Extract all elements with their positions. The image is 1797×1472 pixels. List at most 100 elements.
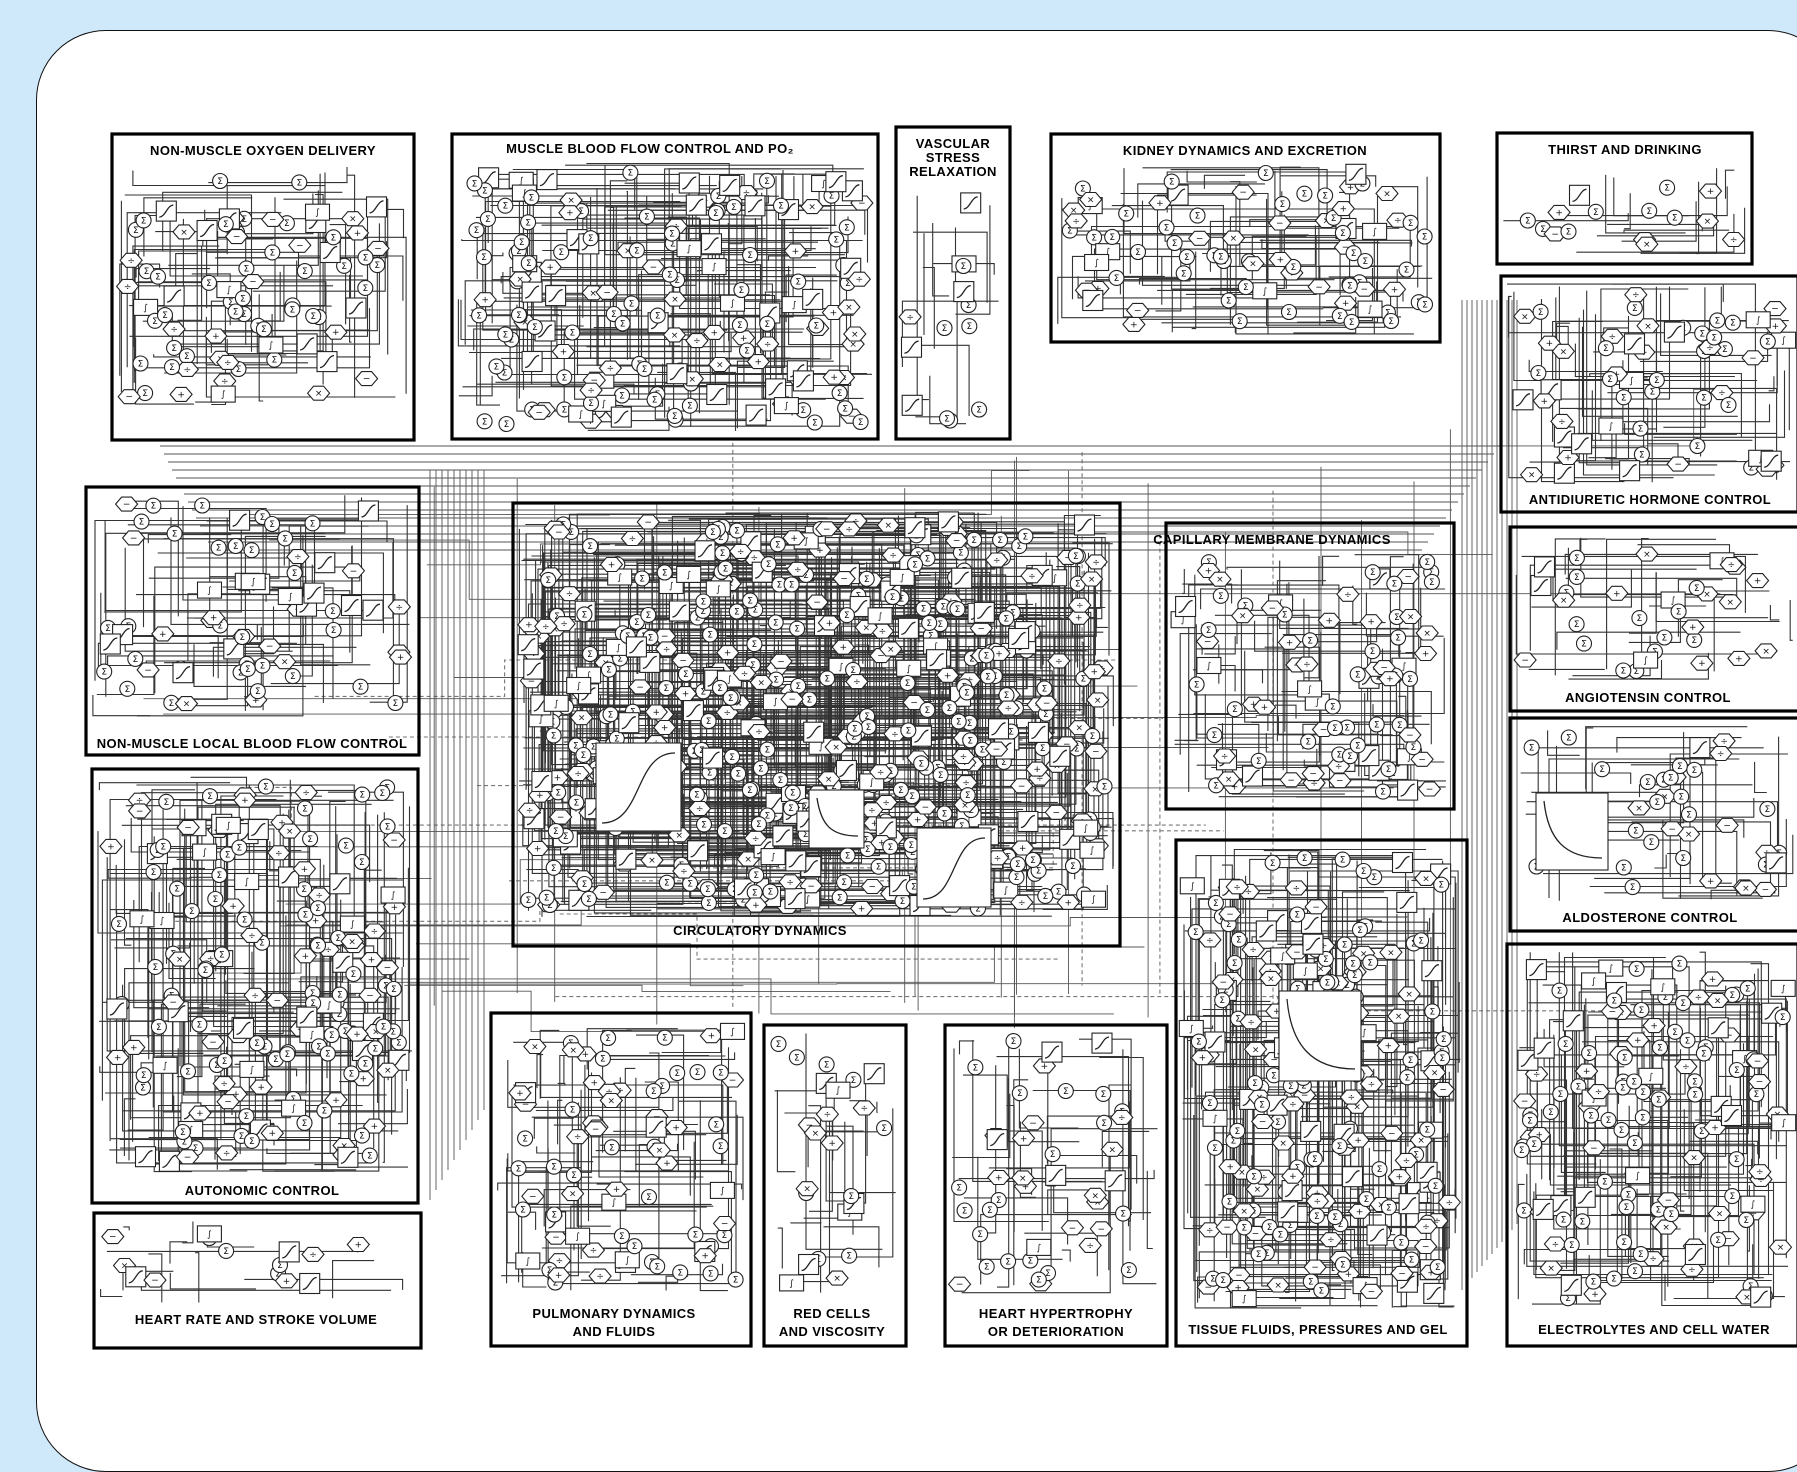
svg-text:Σ: Σ bbox=[329, 1031, 335, 1041]
summing-node-icon bbox=[163, 359, 181, 376]
svg-text:Σ: Σ bbox=[1349, 318, 1355, 328]
svg-text:Σ: Σ bbox=[1699, 1127, 1705, 1137]
summing-node-icon bbox=[742, 246, 759, 264]
svg-text:Σ: Σ bbox=[139, 518, 145, 528]
svg-text:×: × bbox=[849, 340, 857, 350]
svg-text:+: + bbox=[1711, 1124, 1719, 1134]
svg-text:−: − bbox=[1269, 604, 1277, 614]
summing-node-icon bbox=[234, 628, 251, 646]
svg-text:Σ: Σ bbox=[1754, 1090, 1760, 1100]
svg-text:Σ: Σ bbox=[1521, 1206, 1527, 1216]
summing-node-icon bbox=[1231, 313, 1248, 330]
svg-text:Σ: Σ bbox=[795, 682, 801, 692]
svg-text:÷: ÷ bbox=[556, 1257, 564, 1267]
operator-block-icon bbox=[169, 386, 193, 402]
svg-text:Σ: Σ bbox=[776, 1040, 782, 1050]
svg-text:−: − bbox=[956, 1280, 964, 1290]
svg-text:÷: ÷ bbox=[224, 358, 232, 368]
svg-text:Σ: Σ bbox=[184, 352, 190, 362]
operator-block-icon bbox=[257, 638, 282, 654]
svg-text:×: × bbox=[1239, 612, 1247, 622]
schematic-block-group: ÷+÷∫Σ++Σ−+Σ÷ΣΣΣ−+Σ÷∫ΣΣ∫∫Σ+∫ΣΣ∫++ΣΣ−×ΣΣΣ∫… bbox=[97, 776, 412, 1173]
svg-text:Σ: Σ bbox=[1672, 214, 1678, 224]
svg-text:Σ: Σ bbox=[662, 569, 668, 579]
svg-text:÷: ÷ bbox=[993, 556, 1001, 566]
svg-text:Σ: Σ bbox=[1355, 741, 1361, 751]
svg-text:Σ: Σ bbox=[1075, 580, 1081, 590]
summing-node-icon bbox=[523, 189, 540, 206]
svg-text:Σ: Σ bbox=[620, 320, 626, 330]
svg-text:−: − bbox=[1315, 283, 1323, 293]
svg-text:÷: ÷ bbox=[574, 1133, 582, 1143]
svg-text:Σ: Σ bbox=[152, 963, 158, 973]
svg-text:Σ: Σ bbox=[611, 310, 617, 320]
svg-text:Σ: Σ bbox=[961, 262, 967, 272]
svg-text:Σ: Σ bbox=[124, 685, 130, 695]
svg-text:Σ: Σ bbox=[255, 687, 261, 697]
svg-text:Σ: Σ bbox=[390, 1027, 396, 1037]
svg-text:∫: ∫ bbox=[202, 848, 207, 858]
svg-text:Σ: Σ bbox=[315, 904, 321, 914]
svg-text:+: + bbox=[653, 708, 661, 718]
module-title-line-1: PULMONARY DYNAMICS bbox=[532, 1306, 695, 1321]
svg-text:Σ: Σ bbox=[1050, 1150, 1056, 1160]
svg-text:÷: ÷ bbox=[1609, 332, 1617, 342]
svg-text:÷: ÷ bbox=[1720, 737, 1728, 747]
svg-text:Σ: Σ bbox=[1267, 1223, 1273, 1233]
svg-text:Σ: Σ bbox=[734, 608, 740, 618]
svg-text:Σ: Σ bbox=[282, 534, 288, 544]
svg-text:Σ: Σ bbox=[619, 1232, 625, 1242]
svg-text:Σ: Σ bbox=[367, 1152, 373, 1162]
svg-text:−: − bbox=[1196, 234, 1204, 244]
summing-node-icon bbox=[1689, 437, 1706, 455]
svg-text:Σ: Σ bbox=[1395, 634, 1401, 644]
svg-text:Σ: Σ bbox=[271, 356, 277, 366]
svg-text:Σ: Σ bbox=[967, 719, 973, 729]
module-vascular-stress-relaxation: VASCULAR STRESS RELAXATION bbox=[894, 125, 1012, 441]
svg-text:Σ: Σ bbox=[1263, 169, 1269, 179]
svg-text:÷: ÷ bbox=[1595, 1088, 1603, 1098]
svg-text:Σ: Σ bbox=[773, 618, 779, 628]
svg-text:+: + bbox=[1689, 623, 1697, 633]
svg-text:×: × bbox=[758, 678, 766, 688]
svg-text:Σ: Σ bbox=[773, 676, 779, 686]
svg-text:Σ: Σ bbox=[206, 279, 212, 289]
module-title: NON-MUSCLE OXYGEN DELIVERY bbox=[150, 143, 376, 158]
svg-text:∫: ∫ bbox=[669, 582, 674, 592]
svg-text:÷: ÷ bbox=[596, 1272, 604, 1282]
summing-node-icon bbox=[1345, 245, 1362, 262]
svg-text:∫: ∫ bbox=[836, 1086, 841, 1096]
svg-text:Σ: Σ bbox=[1734, 1155, 1740, 1165]
svg-text:÷: ÷ bbox=[1730, 236, 1738, 246]
svg-text:Σ: Σ bbox=[865, 845, 871, 855]
summing-node-icon bbox=[1759, 333, 1776, 350]
operator-block-icon bbox=[783, 243, 808, 259]
svg-text:Σ: Σ bbox=[325, 1050, 331, 1060]
svg-text:Σ: Σ bbox=[522, 1134, 528, 1144]
svg-text:Σ: Σ bbox=[1639, 451, 1645, 461]
svg-text:+: + bbox=[1342, 299, 1350, 309]
svg-text:Σ: Σ bbox=[942, 324, 948, 334]
operator-block-icon bbox=[1382, 281, 1407, 297]
svg-text:÷: ÷ bbox=[371, 927, 379, 937]
svg-text:÷: ÷ bbox=[1018, 898, 1026, 908]
svg-text:Σ: Σ bbox=[168, 699, 174, 709]
operator-block-icon bbox=[905, 811, 930, 828]
svg-text:Σ: Σ bbox=[1726, 401, 1732, 411]
svg-text:Σ: Σ bbox=[947, 704, 953, 714]
svg-text:−: − bbox=[1311, 1263, 1319, 1273]
svg-text:+: + bbox=[1075, 613, 1083, 623]
svg-text:∫: ∫ bbox=[1315, 698, 1320, 708]
svg-text:Σ: Σ bbox=[1290, 263, 1296, 273]
svg-text:Σ: Σ bbox=[1409, 1256, 1415, 1266]
svg-text:Σ: Σ bbox=[144, 267, 150, 277]
svg-text:÷: ÷ bbox=[1005, 704, 1013, 714]
svg-text:Σ: Σ bbox=[151, 502, 157, 512]
svg-text:Σ: Σ bbox=[259, 939, 265, 949]
svg-text:−: − bbox=[529, 1192, 537, 1202]
svg-text:Σ: Σ bbox=[958, 549, 964, 559]
svg-text:Σ: Σ bbox=[1429, 578, 1435, 588]
svg-text:Σ: Σ bbox=[984, 1263, 990, 1273]
svg-text:Σ: Σ bbox=[1004, 691, 1010, 701]
svg-text:Σ: Σ bbox=[707, 631, 713, 641]
